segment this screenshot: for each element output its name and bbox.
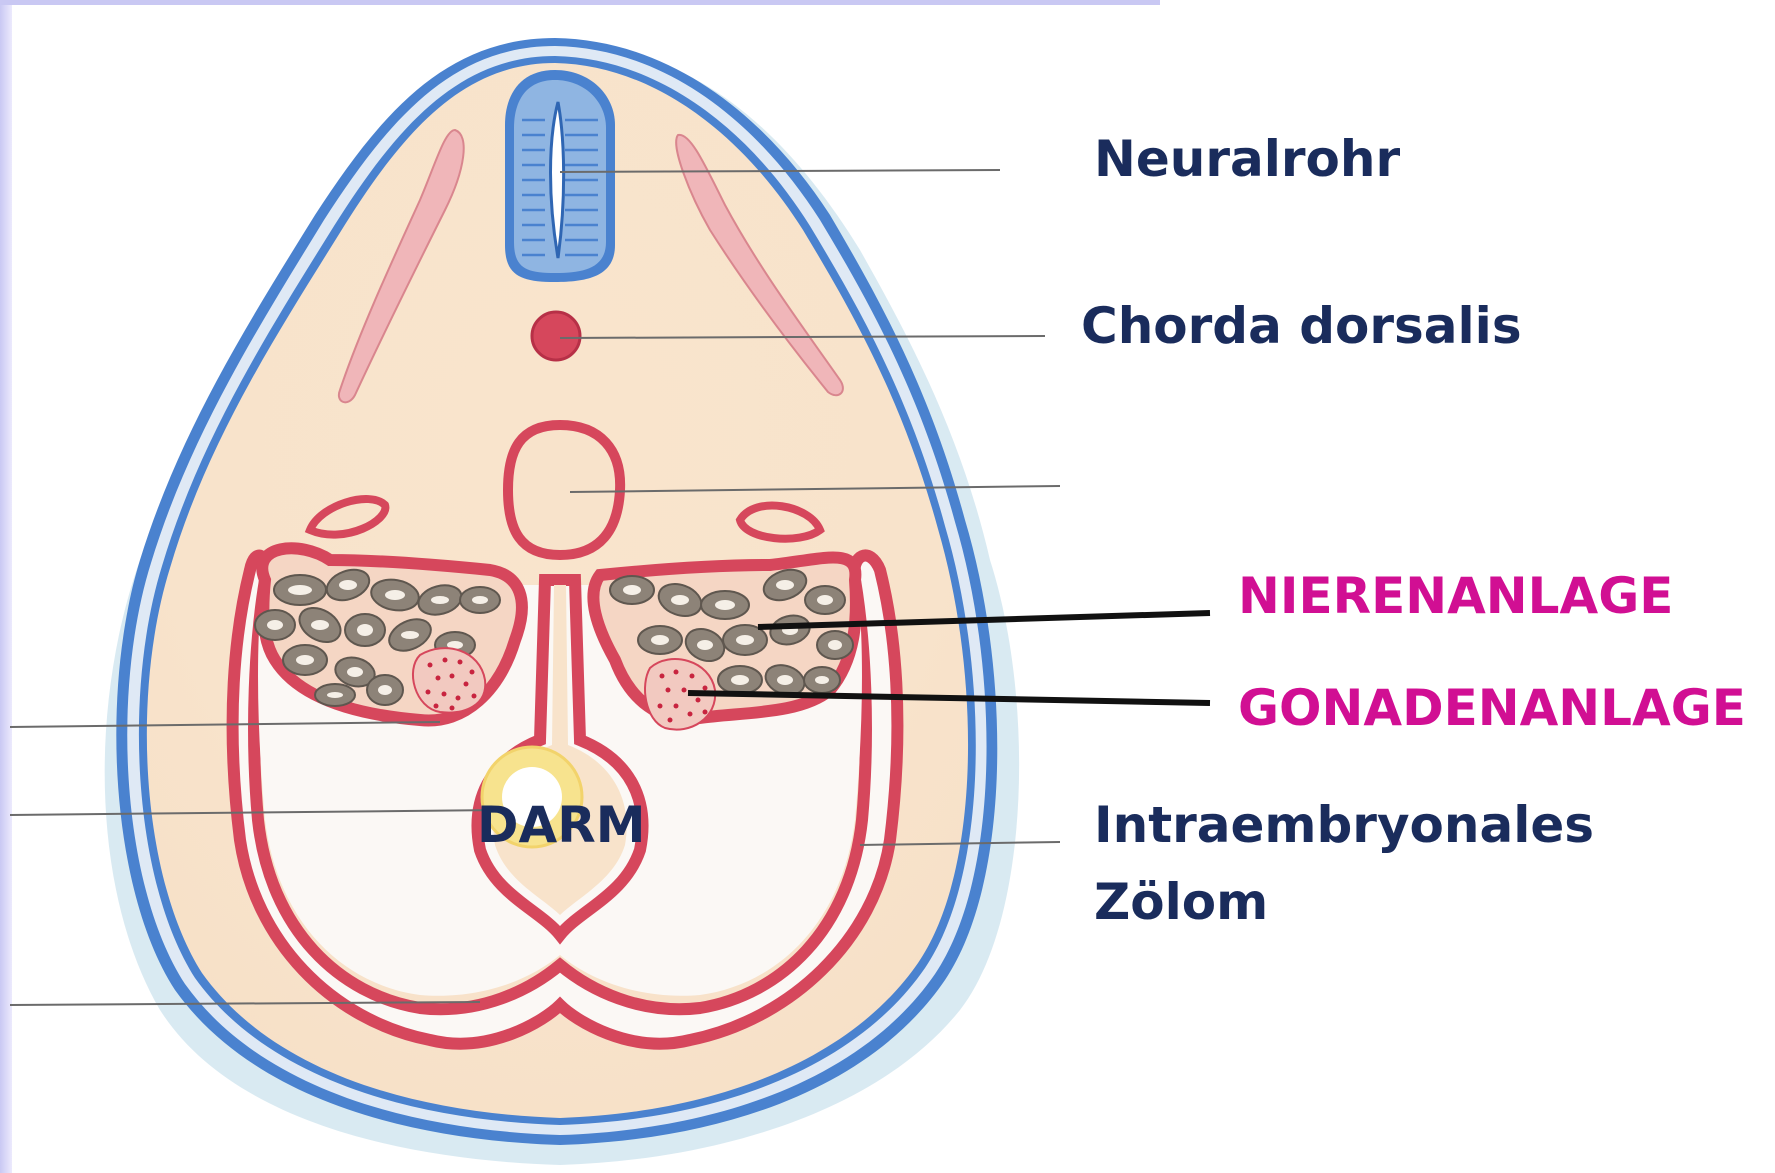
dorsal-aorta <box>508 425 620 555</box>
neural-tube <box>505 70 615 282</box>
label-zoelom-line2: Zölom <box>1094 873 1268 932</box>
label-darm: DARM <box>477 796 645 855</box>
label-chorda-dorsalis: Chorda dorsalis <box>1081 297 1522 356</box>
notochord <box>532 312 580 360</box>
label-gonadenanlage: GONADENANLAGE <box>1238 679 1746 738</box>
label-zoelom-line1: Intraembryonales <box>1094 796 1594 855</box>
label-nierenanlage: NIERENANLAGE <box>1238 567 1673 626</box>
label-neuralrohr: Neuralrohr <box>1094 130 1400 189</box>
